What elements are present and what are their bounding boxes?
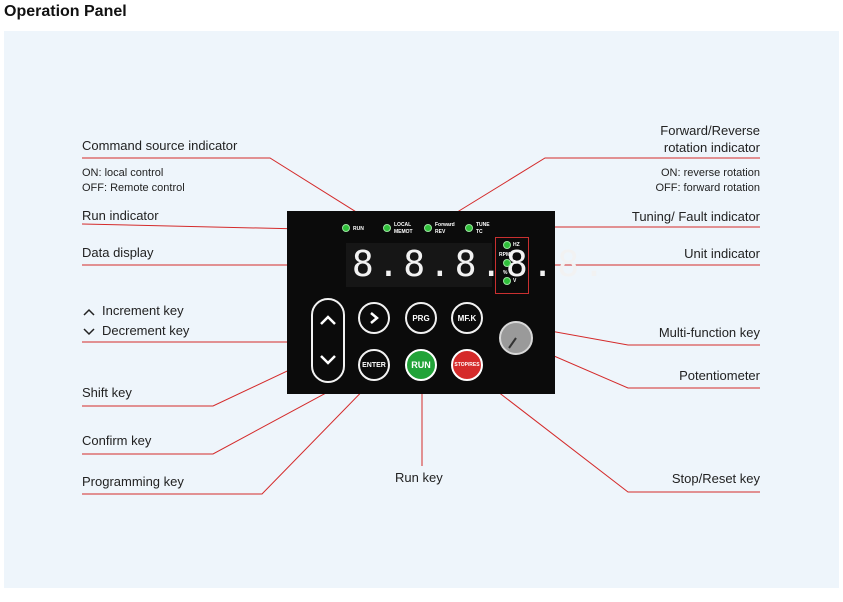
label-command-off: OFF: Remote control <box>82 182 185 194</box>
chevron-right-icon <box>370 312 379 324</box>
up-down-icons <box>320 315 336 365</box>
label-command-source: Command source indicator <box>82 138 238 153</box>
local-led <box>383 224 391 232</box>
label-fwd-rev-2: rotation indicator <box>663 140 760 155</box>
pct-label: % <box>503 270 508 276</box>
label-command-on: ON: local control <box>82 167 164 179</box>
v-led <box>503 277 511 285</box>
local-led-label-1: LOCAL <box>394 222 412 228</box>
run-led-label: RUN <box>353 226 364 232</box>
label-decrement: Decrement key <box>82 323 189 339</box>
knob-indicator <box>508 337 517 349</box>
run-led <box>342 224 350 232</box>
prg-key[interactable]: PRG <box>405 302 437 334</box>
label-fwd-off: OFF: forward rotation <box>655 182 760 194</box>
label-unit-indicator: Unit indicator <box>684 246 760 261</box>
shift-key[interactable] <box>358 302 390 334</box>
tune-led-label-1: TUNE <box>476 222 490 228</box>
label-stop-reset: Stop/Reset key <box>671 471 760 486</box>
potentiometer-knob[interactable] <box>499 321 533 355</box>
chevron-down-icon <box>320 355 336 365</box>
rpm-label: RPM <box>499 252 511 258</box>
enter-key[interactable]: ENTER <box>358 349 390 381</box>
label-fwd-rev-1: Forward/Reverse <box>660 123 760 138</box>
label-multi-function: Multi-function key <box>658 325 760 340</box>
unit-indicator-box <box>495 237 529 294</box>
chevron-down-icon <box>83 328 95 335</box>
label-increment-text: Increment key <box>102 303 184 318</box>
hz-label: HZ <box>513 242 520 248</box>
forward-led-label-2: REV <box>435 229 446 235</box>
label-decrement-text: Decrement key <box>102 323 190 338</box>
label-shift: Shift key <box>82 385 132 400</box>
tune-led-label-2: TC <box>476 229 483 235</box>
tune-led <box>465 224 473 232</box>
label-fwd-on: ON: reverse rotation <box>660 167 760 179</box>
leader-stop-reset <box>479 377 760 493</box>
leader-command-source <box>82 157 386 231</box>
label-tuning-fault: Tuning/ Fault indicator <box>631 209 760 224</box>
forward-led <box>424 224 432 232</box>
page-title: Operation Panel <box>4 3 127 20</box>
chevron-up-icon <box>83 308 95 316</box>
a-label: A <box>513 260 517 266</box>
leader-fwd-rev <box>427 157 760 231</box>
up-down-key <box>311 298 345 383</box>
a-led <box>503 259 511 267</box>
label-programming: Programming key <box>82 474 184 489</box>
hz-led <box>503 241 511 249</box>
v-label: V <box>513 278 517 284</box>
local-led-label-2: MEMOT <box>394 229 413 235</box>
leader-confirm <box>82 365 377 455</box>
stop-reset-key[interactable]: STOP/RES <box>451 349 483 381</box>
label-confirm: Confirm key <box>82 433 152 448</box>
label-increment: Increment key <box>82 303 184 319</box>
operation-panel: RUN LOCAL MEMOT Forward REV TUNE TC 8.8.… <box>287 211 605 394</box>
data-display: 8.8.8.8.8. <box>346 243 605 287</box>
mfk-key[interactable]: MF.K <box>451 302 483 334</box>
label-data-display: Data display <box>82 245 154 260</box>
label-potentiometer: Potentiometer <box>679 368 760 383</box>
label-run-indicator: Run indicator <box>82 208 159 223</box>
run-key[interactable]: RUN <box>405 349 437 381</box>
chevron-up-icon <box>320 315 336 325</box>
forward-led-label-1: Forward <box>435 222 455 228</box>
label-run-key: Run key <box>395 470 443 485</box>
